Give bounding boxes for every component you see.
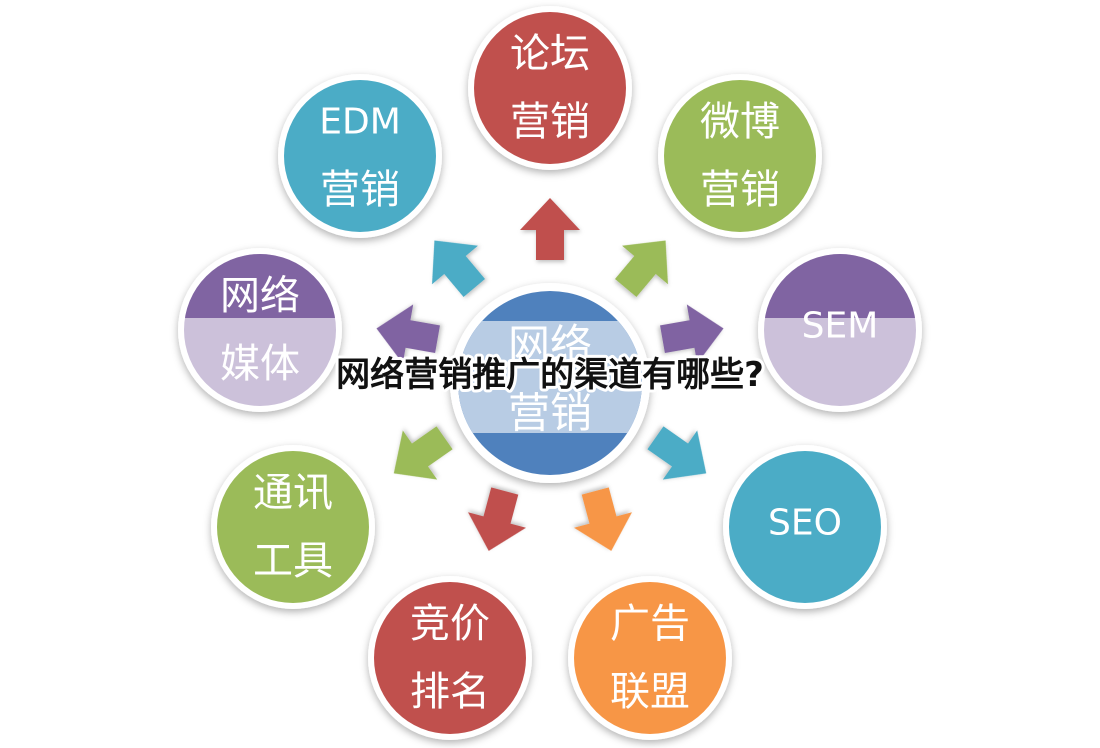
arrow-bidding [468,487,526,551]
hub-node: 网络营销 [450,283,650,483]
node-ad-union-label-line2: 联盟 [610,669,690,715]
node-net-media-label-line1: 网络 [220,273,300,319]
node-fill [474,12,626,164]
hub-label-line1: 网络 [508,321,592,370]
node-bidding-label-line2: 排名 [410,669,490,715]
node-seo-label-line1: SEO [768,503,842,544]
diagram-title: 网络营销推广的渠道有哪些? [336,355,764,395]
node-im-tools-label-line2: 工具 [253,538,333,584]
node-seo: SEO [723,445,887,609]
node-weibo-label-line1: 微博 [700,99,780,145]
arrow-weibo [614,240,668,297]
node-edm-label-line1: EDM [319,102,401,143]
node-edm-label-line2: 营销 [320,167,400,213]
node-forum-label-line2: 营销 [510,99,590,145]
arrow-im-tools [393,426,453,480]
node-fill [664,80,816,232]
arrow-net-media [376,304,440,364]
node-fill [217,451,369,603]
node-edm: EDM 营销 [278,74,442,238]
arrow-forum [520,198,580,260]
node-fill [284,80,436,232]
node-fill [574,582,726,734]
arrow-sem [660,304,724,364]
node-sem: SEM [758,248,922,412]
node-forum-label-line1: 论坛 [510,31,590,77]
node-bidding-label-line1: 竞价 [410,601,490,647]
node-fill [374,582,526,734]
arrow-seo [647,426,707,480]
arrows-layer [376,198,724,551]
node-sem-label-line1: SEM [802,306,879,347]
arrow-edm [432,240,486,297]
nodes-layer: 论坛营销微博营销SEMSEO广告联盟竞价排名通讯工具网络媒体EDM营销 [178,6,922,740]
arrow-ad-union [574,487,632,551]
hub-label-line2: 营销 [508,389,592,438]
node-fill [729,451,881,603]
node-net-media-label-line2: 媒体 [220,341,300,387]
node-im-tools-label-line1: 通讯 [253,470,333,516]
node-weibo-label-line2: 营销 [700,167,780,213]
node-ad-union-label-line1: 广告 [610,601,690,647]
